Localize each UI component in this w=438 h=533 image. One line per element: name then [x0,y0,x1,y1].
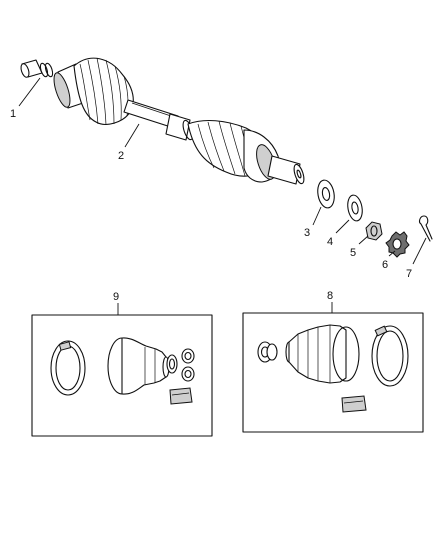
callout-6: 6 [382,250,396,271]
callout-7: 7 [406,237,427,280]
kit-9-boot-kit-box [31,314,213,437]
callout-1: 1 [10,77,41,120]
callout-4-label: 4 [327,236,333,248]
part-1-stub-shaft [20,59,54,78]
part-7-cotter-pin [419,215,433,242]
callout-9: 9 [113,291,119,315]
kit-9-grease-packet [169,387,193,405]
callout-8-label: 8 [327,290,333,302]
callout-8: 8 [327,290,333,313]
callout-5-label: 5 [350,247,356,259]
callout-2: 2 [118,123,140,162]
kit-9-small-clamps [166,348,195,382]
callout-9-label: 9 [113,291,119,303]
callout-7-label: 7 [406,268,412,280]
part-4-washer [347,194,363,222]
part-3-washer [317,179,335,209]
kit-8-boot-kit-box [242,312,424,433]
kit-8-small-clamp [257,341,278,363]
kit-9-clamp-ring [50,340,86,396]
callout-6-label: 6 [382,259,388,271]
callout-4: 4 [327,219,350,248]
callout-2-label: 2 [118,150,124,162]
part-5-hub-nut [365,221,383,241]
kit-8-grease-packet [341,395,367,413]
callout-5: 5 [350,235,369,259]
kit-8-clamp-ring [371,325,409,387]
callout-3: 3 [304,206,322,239]
part-6-nut-lock [385,231,410,258]
kit-9-cv-boot [107,337,170,395]
callout-3-label: 3 [304,227,310,239]
part-2-half-shaft-assembly [53,57,305,185]
callout-1-label: 1 [10,108,16,120]
kit-8-cv-boot [285,324,360,384]
